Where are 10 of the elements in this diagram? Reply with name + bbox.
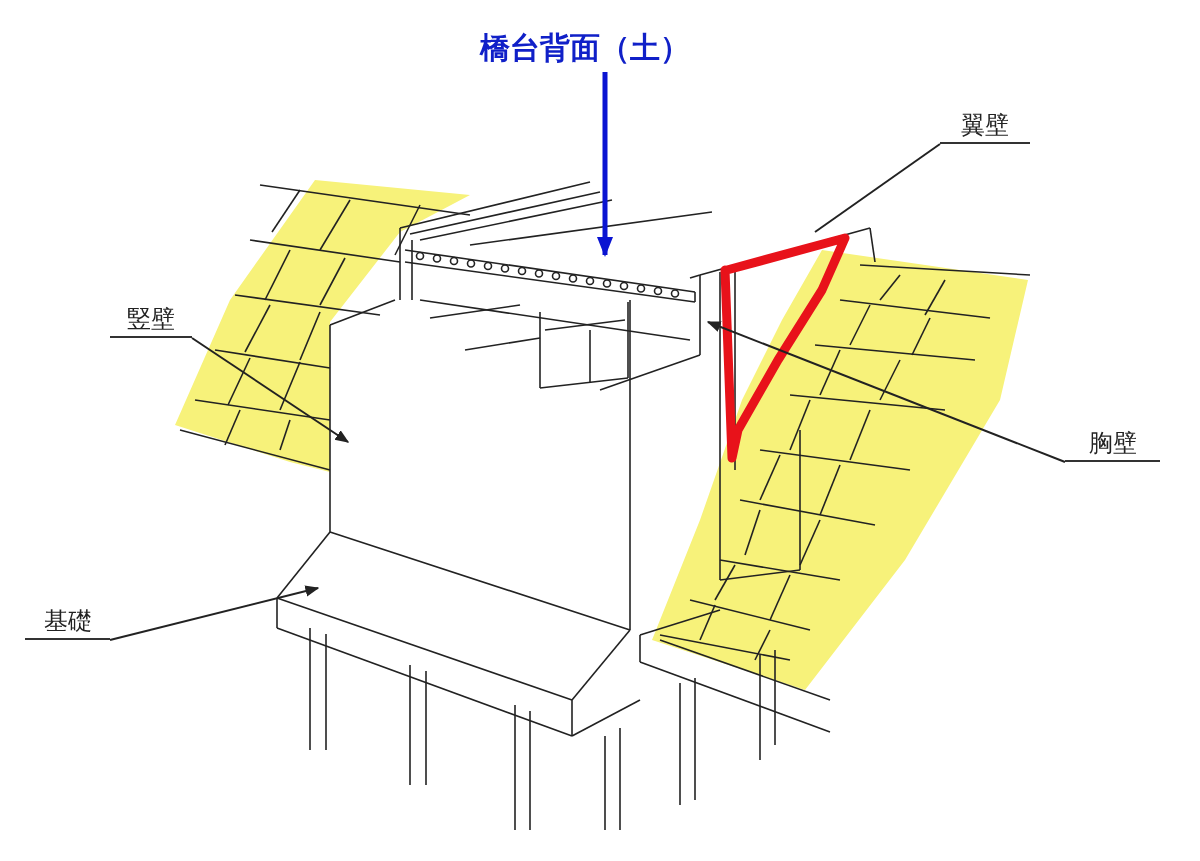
leader-line (814, 143, 941, 233)
arrow (706, 321, 1066, 463)
part-label: 竪壁 (110, 302, 192, 338)
part-label: 翼壁 (940, 108, 1030, 144)
part-label: 基礎 (25, 604, 110, 640)
arrow (597, 72, 613, 257)
arrow (109, 585, 320, 641)
callout-title: 橋台背面（土） (480, 28, 690, 68)
arrow (191, 337, 350, 443)
part-label: 胸壁 (1065, 426, 1160, 462)
